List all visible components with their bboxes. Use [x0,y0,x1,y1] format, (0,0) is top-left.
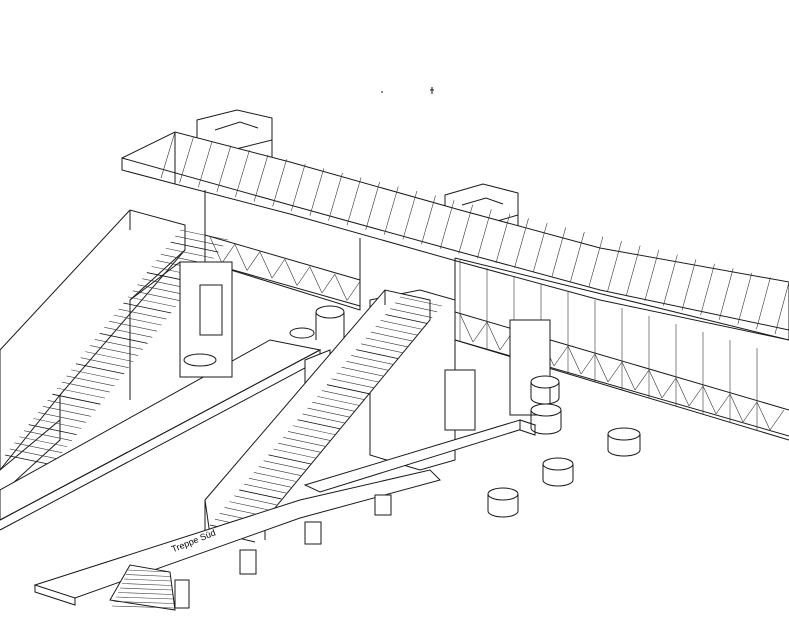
platform-upper [0,261,345,531]
planters [487,375,641,518]
middle-block [303,289,551,493]
entry-steps [109,564,176,611]
stair-right [204,289,443,543]
stray-marks [381,87,434,94]
stair-left [0,209,229,496]
bridge-roof [121,131,789,341]
